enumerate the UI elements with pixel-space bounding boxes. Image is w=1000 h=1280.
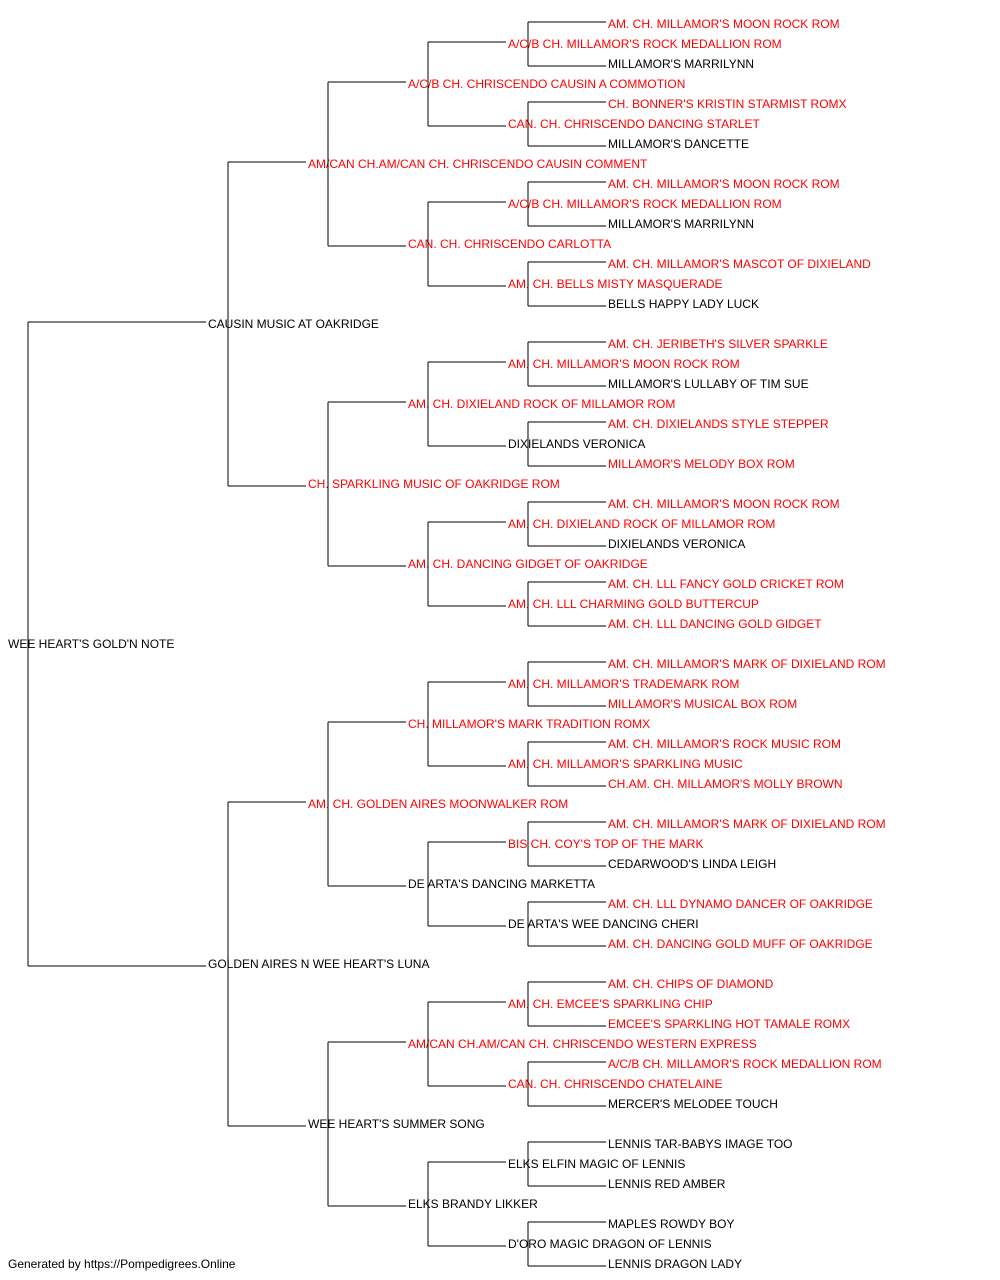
pedigree-name[interactable]: A/C/B CH. MILLAMOR'S ROCK MEDALLION ROM xyxy=(608,1057,882,1071)
pedigree-name[interactable]: EMCEE'S SPARKLING HOT TAMALE ROMX xyxy=(608,1017,850,1031)
pedigree-name[interactable]: MERCER'S MELODEE TOUCH xyxy=(608,1097,778,1111)
pedigree-name[interactable]: AM/CAN CH.AM/CAN CH. CHRISCENDO CAUSIN C… xyxy=(308,157,648,171)
pedigree-name[interactable]: MILLAMOR'S MARRILYNN xyxy=(608,217,754,231)
pedigree-name[interactable]: AM. CH. MILLAMOR'S MOON ROCK ROM xyxy=(608,497,840,511)
pedigree-name[interactable]: AM. CH. EMCEE'S SPARKLING CHIP xyxy=(508,997,713,1011)
pedigree-name[interactable]: DIXIELANDS VERONICA xyxy=(508,437,645,451)
pedigree-name[interactable]: ELKS ELFIN MAGIC OF LENNIS xyxy=(508,1157,685,1171)
pedigree-name[interactable]: CH.AM. CH. MILLAMOR'S MOLLY BROWN xyxy=(608,777,843,791)
pedigree-name[interactable]: AM. CH. BELLS MISTY MASQUERADE xyxy=(508,277,723,291)
pedigree-name[interactable]: GOLDEN AIRES N WEE HEART'S LUNA xyxy=(208,957,429,971)
pedigree-name[interactable]: MILLAMOR'S MELODY BOX ROM xyxy=(608,457,795,471)
pedigree-name[interactable]: MILLAMOR'S MARRILYNN xyxy=(608,57,754,71)
pedigree-name[interactable]: DIXIELANDS VERONICA xyxy=(608,537,745,551)
pedigree-name[interactable]: D'ORO MAGIC DRAGON OF LENNIS xyxy=(508,1237,712,1251)
pedigree-name[interactable]: WEE HEART'S GOLD'N NOTE xyxy=(8,637,174,651)
pedigree-name[interactable]: AM. CH. MILLAMOR'S SPARKLING MUSIC xyxy=(508,757,743,771)
pedigree-name[interactable]: AM. CH. LLL CHARMING GOLD BUTTERCUP xyxy=(508,597,759,611)
pedigree-name[interactable]: MILLAMOR'S LULLABY OF TIM SUE xyxy=(608,377,809,391)
pedigree-name[interactable]: AM. CH. DIXIELAND ROCK OF MILLAMOR ROM xyxy=(408,397,675,411)
pedigree-name[interactable]: CAUSIN MUSIC AT OAKRIDGE xyxy=(208,317,379,331)
pedigree-name[interactable]: MILLAMOR'S DANCETTE xyxy=(608,137,749,151)
pedigree-name[interactable]: AM. CH. MILLAMOR'S TRADEMARK ROM xyxy=(508,677,739,691)
pedigree-name[interactable]: BELLS HAPPY LADY LUCK xyxy=(608,297,759,311)
pedigree-name[interactable]: MAPLES ROWDY BOY xyxy=(608,1217,734,1231)
pedigree-name[interactable]: AM. CH. MILLAMOR'S MARK OF DIXIELAND ROM xyxy=(608,817,886,831)
pedigree-name[interactable]: DE ARTA'S DANCING MARKETTA xyxy=(408,877,595,891)
pedigree-name[interactable]: A/C/B CH. MILLAMOR'S ROCK MEDALLION ROM xyxy=(508,37,782,51)
footer-credit: Generated by https://Pompedigrees.Online xyxy=(8,1257,236,1271)
pedigree-name[interactable]: CEDARWOOD'S LINDA LEIGH xyxy=(608,857,776,871)
pedigree-name[interactable]: A/C/B CH. CHRISCENDO CAUSIN A COMMOTION xyxy=(408,77,685,91)
pedigree-name[interactable]: AM/CAN CH.AM/CAN CH. CHRISCENDO WESTERN … xyxy=(408,1037,757,1051)
pedigree-name[interactable]: ELKS BRANDY LIKKER xyxy=(408,1197,538,1211)
pedigree-name[interactable]: CH. MILLAMOR'S MARK TRADITION ROMX xyxy=(408,717,650,731)
pedigree-name[interactable]: AM. CH. DIXIELAND ROCK OF MILLAMOR ROM xyxy=(508,517,775,531)
pedigree-name[interactable]: AM. CH. DIXIELANDS STYLE STEPPER xyxy=(608,417,829,431)
pedigree-name[interactable]: AM. CH. JERIBETH'S SILVER SPARKLE xyxy=(608,337,828,351)
pedigree-name[interactable]: AM. CH. MILLAMOR'S MOON ROCK ROM xyxy=(608,177,840,191)
pedigree-name[interactable]: AM. CH. CHIPS OF DIAMOND xyxy=(608,977,774,991)
pedigree-name[interactable]: AM. CH. GOLDEN AIRES MOONWALKER ROM xyxy=(308,797,568,811)
pedigree-name[interactable]: A/C/B CH. MILLAMOR'S ROCK MEDALLION ROM xyxy=(508,197,782,211)
pedigree-name[interactable]: CH. SPARKLING MUSIC OF OAKRIDGE ROM xyxy=(308,477,560,491)
pedigree-name[interactable]: AM. CH. LLL DYNAMO DANCER OF OAKRIDGE xyxy=(608,897,873,911)
pedigree-name[interactable]: AM. CH. MILLAMOR'S MOON ROCK ROM xyxy=(508,357,740,371)
pedigree-name[interactable]: CAN. CH. CHRISCENDO CARLOTTA xyxy=(408,237,611,251)
pedigree-name[interactable]: AM. CH. MILLAMOR'S MARK OF DIXIELAND ROM xyxy=(608,657,886,671)
pedigree-name[interactable]: AM. CH. MILLAMOR'S MASCOT OF DIXIELAND xyxy=(608,257,871,271)
pedigree-name[interactable]: CAN. CH. CHRISCENDO CHATELAINE xyxy=(508,1077,722,1091)
pedigree-name[interactable]: LENNIS DRAGON LADY xyxy=(608,1257,742,1271)
pedigree-name[interactable]: DE ARTA'S WEE DANCING CHERI xyxy=(508,917,699,931)
pedigree-name[interactable]: LENNIS RED AMBER xyxy=(608,1177,726,1191)
pedigree-name[interactable]: AM. CH. DANCING GOLD MUFF OF OAKRIDGE xyxy=(608,937,873,951)
pedigree-name[interactable]: AM. CH. LLL FANCY GOLD CRICKET ROM xyxy=(608,577,844,591)
pedigree-name[interactable]: BIS CH. COY'S TOP OF THE MARK xyxy=(508,837,703,851)
pedigree-name[interactable]: AM. CH. LLL DANCING GOLD GIDGET xyxy=(608,617,822,631)
pedigree-name[interactable]: MILLAMOR'S MUSICAL BOX ROM xyxy=(608,697,797,711)
pedigree-name[interactable]: AM. CH. DANCING GIDGET OF OAKRIDGE xyxy=(408,557,648,571)
pedigree-name[interactable]: CH. BONNER'S KRISTIN STARMIST ROMX xyxy=(608,97,847,111)
pedigree-name[interactable]: AM. CH. MILLAMOR'S MOON ROCK ROM xyxy=(608,17,840,31)
pedigree-name[interactable]: LENNIS TAR-BABYS IMAGE TOO xyxy=(608,1137,793,1151)
pedigree-name[interactable]: AM. CH. MILLAMOR'S ROCK MUSIC ROM xyxy=(608,737,841,751)
pedigree-name[interactable]: CAN. CH. CHRISCENDO DANCING STARLET xyxy=(508,117,760,131)
pedigree-name[interactable]: WEE HEART'S SUMMER SONG xyxy=(308,1117,485,1131)
